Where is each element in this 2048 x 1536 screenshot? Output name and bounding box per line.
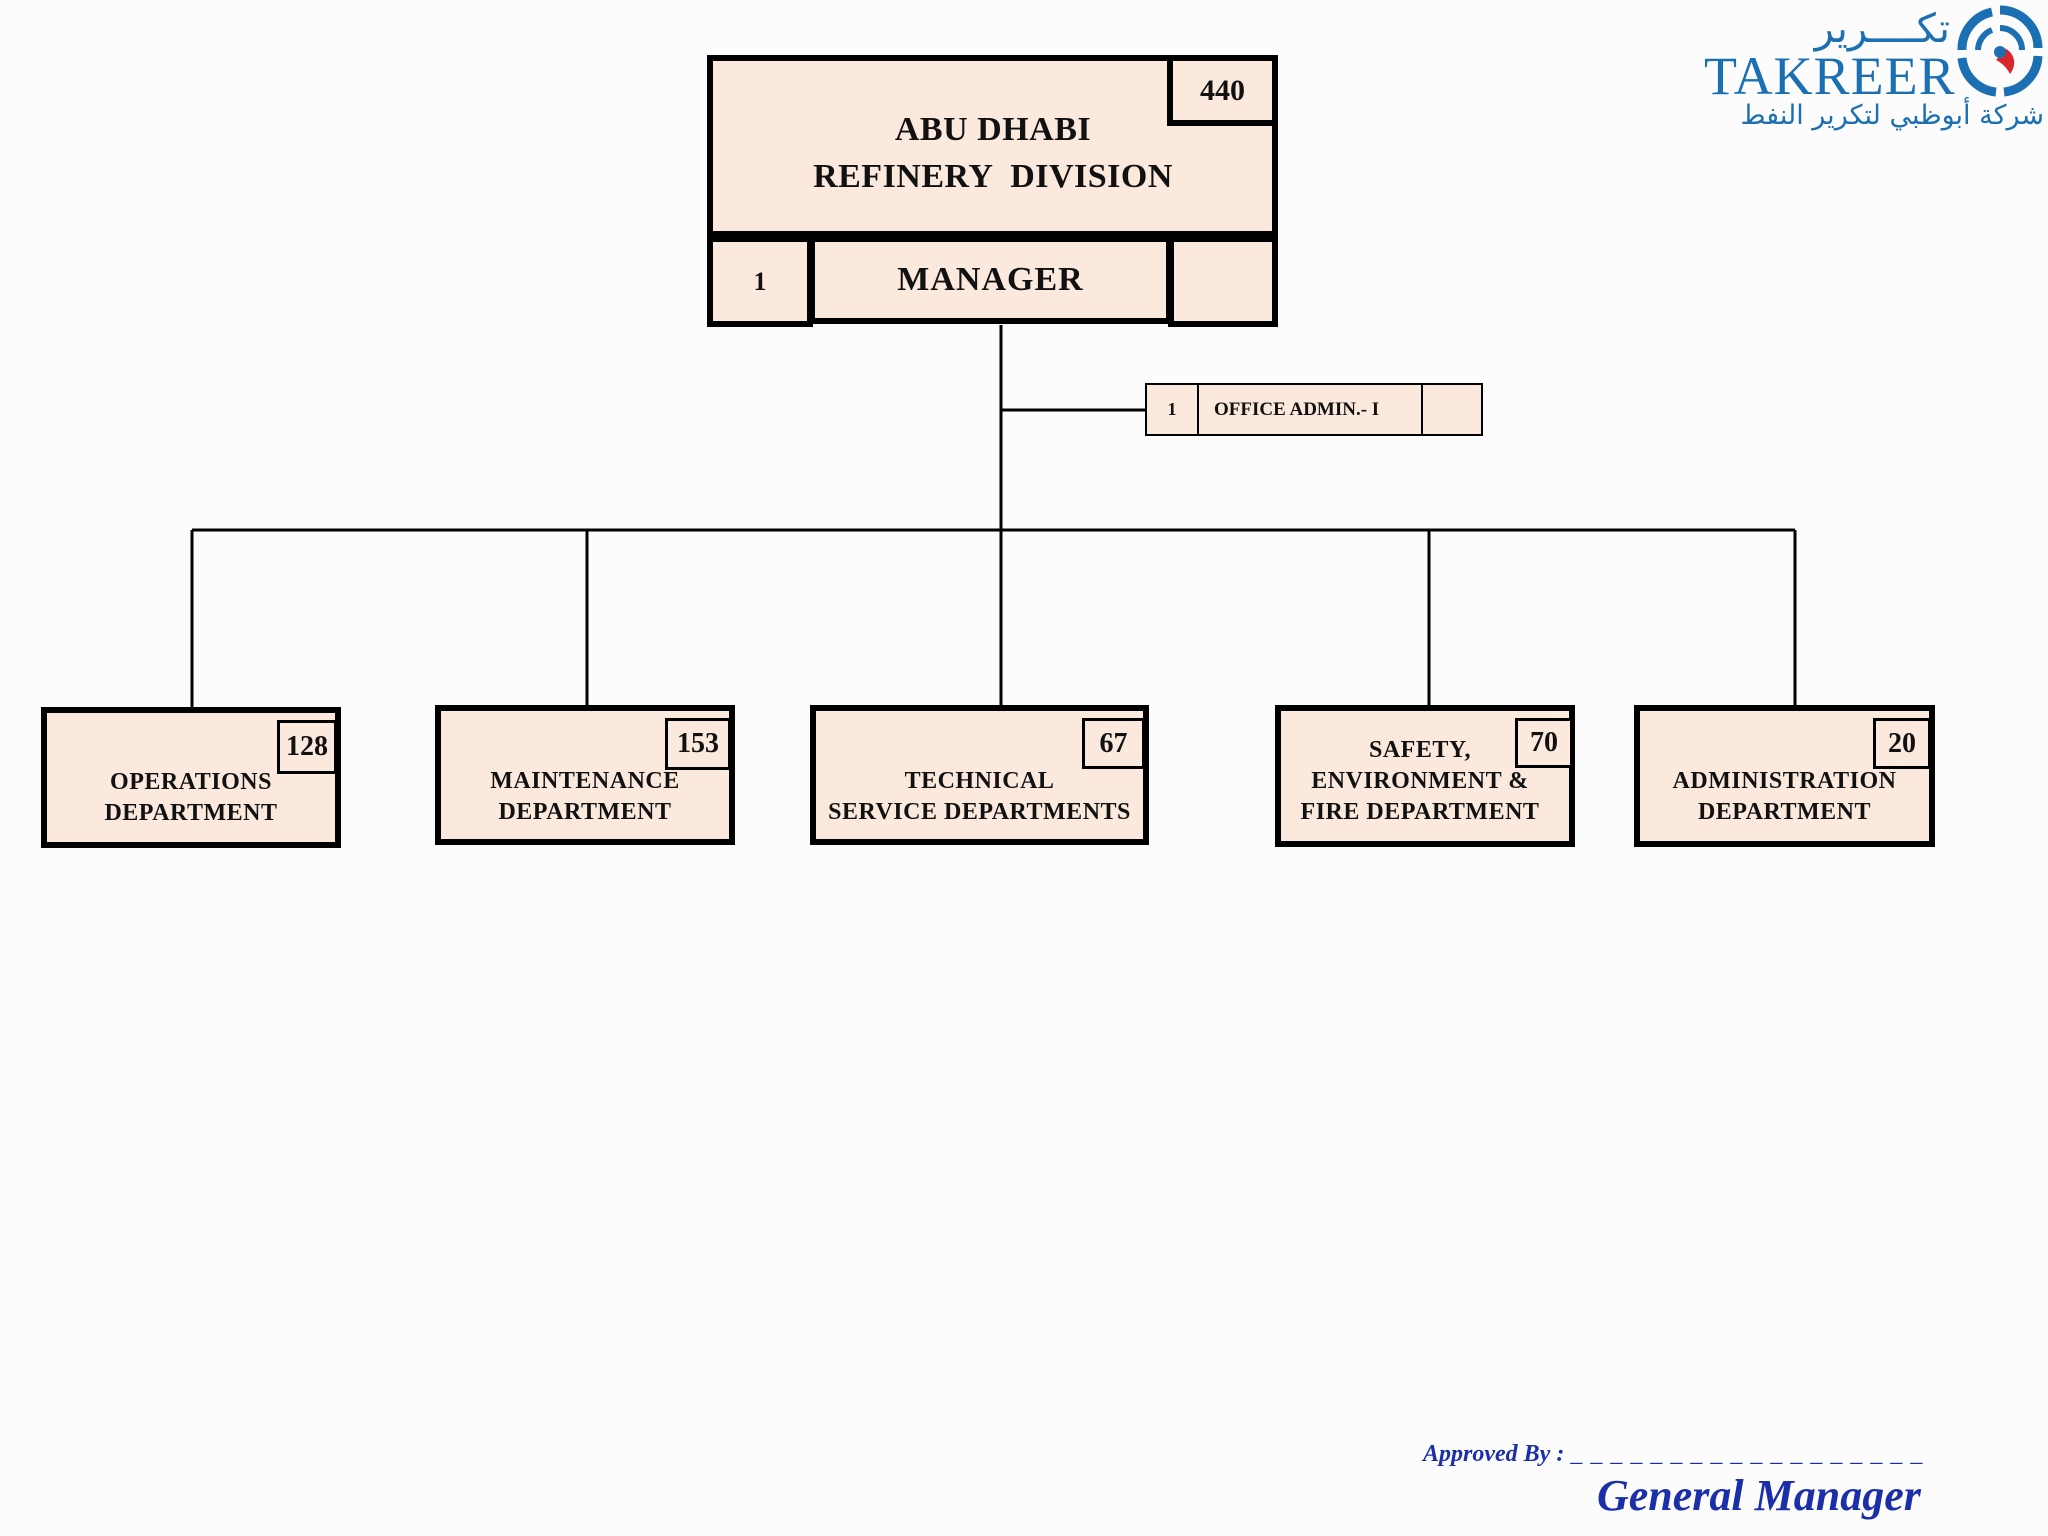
takreer-emblem-icon [1957, 5, 2043, 97]
department-label-line1: MAINTENANCE [490, 768, 680, 794]
division-headcount: 440 [1167, 55, 1278, 126]
approved-by-text: Approved By : [1423, 1441, 1565, 1467]
department-headcount: 20 [1873, 718, 1931, 769]
department-label-line1: SAFETY, [1369, 737, 1471, 763]
department-label: ADMINISTRATION DEPARTMENT [1640, 766, 1929, 828]
division-title-line1: ABU DHABI [894, 111, 1092, 148]
takreer-logo: تكــــرير TAKREER شركة أبوظبي لتكرير الن… [1700, 0, 2048, 140]
department-headcount: 128 [277, 720, 337, 774]
department-headcount: 67 [1082, 718, 1145, 769]
department-label-line1: OPERATIONS [110, 769, 272, 795]
signatory-title: General Manager [1597, 1471, 1921, 1520]
department-box-technical: TECHNICAL SERVICE DEPARTMENTS 67 [810, 705, 1149, 845]
department-box-maintenance: MAINTENANCE DEPARTMENT 153 [435, 705, 735, 845]
logo-arabic-top: تكــــرير [1814, 6, 1950, 52]
office-admin-label-text: OFFICE ADMIN.- I [1214, 398, 1380, 420]
logo-wordmark: TAKREER [1704, 46, 1956, 106]
department-label: MAINTENANCE DEPARTMENT [441, 766, 729, 828]
office-admin-blank-cell [1421, 383, 1483, 436]
approved-by-label: Approved By : _ _ _ _ _ _ _ _ _ _ _ _ _ … [1423, 1441, 1923, 1468]
department-label-line2: DEPARTMENT [498, 799, 672, 825]
manager-blank-cell [1168, 236, 1278, 327]
department-label-line3: FIRE DEPARTMENT [1300, 799, 1540, 825]
division-box: ABU DHABI REFINERY DIVISION [707, 55, 1278, 237]
department-label-line2: SERVICE DEPARTMENTS [828, 799, 1131, 825]
office-admin-count: 1 [1145, 383, 1199, 436]
logo-arabic-bottom: شركة أبوظبي لتكرير النفط [1740, 100, 2044, 131]
division-title: ABU DHABI REFINERY DIVISION [713, 106, 1273, 200]
department-box-administration: ADMINISTRATION DEPARTMENT 20 [1634, 705, 1935, 847]
department-headcount: 153 [665, 718, 731, 770]
department-box-safety: SAFETY, ENVIRONMENT & FIRE DEPARTMENT 70 [1275, 705, 1575, 847]
manager-count: 1 [707, 236, 813, 327]
department-label: TECHNICAL SERVICE DEPARTMENTS [816, 766, 1143, 828]
department-label-line2: DEPARTMENT [1697, 799, 1872, 825]
division-title-line2: REFINERY DIVISION [813, 158, 1173, 195]
department-label-line1: TECHNICAL [904, 768, 1055, 794]
department-label-line2: DEPARTMENT [104, 800, 278, 826]
department-label-line2: ENVIRONMENT & [1311, 768, 1529, 794]
department-headcount: 70 [1515, 718, 1573, 768]
office-admin-label: OFFICE ADMIN.- I [1197, 383, 1423, 436]
department-label: OPERATIONS DEPARTMENT [47, 767, 335, 829]
department-box-operations: OPERATIONS DEPARTMENT 128 [41, 707, 341, 848]
signature-blank-line: _ _ _ _ _ _ _ _ _ _ _ _ _ _ _ _ _ _ [1570, 1441, 1924, 1467]
department-label-line1: ADMINISTRATION [1672, 768, 1897, 794]
manager-title: MANAGER [809, 236, 1172, 324]
department-label: SAFETY, ENVIRONMENT & FIRE DEPARTMENT [1281, 735, 1559, 828]
